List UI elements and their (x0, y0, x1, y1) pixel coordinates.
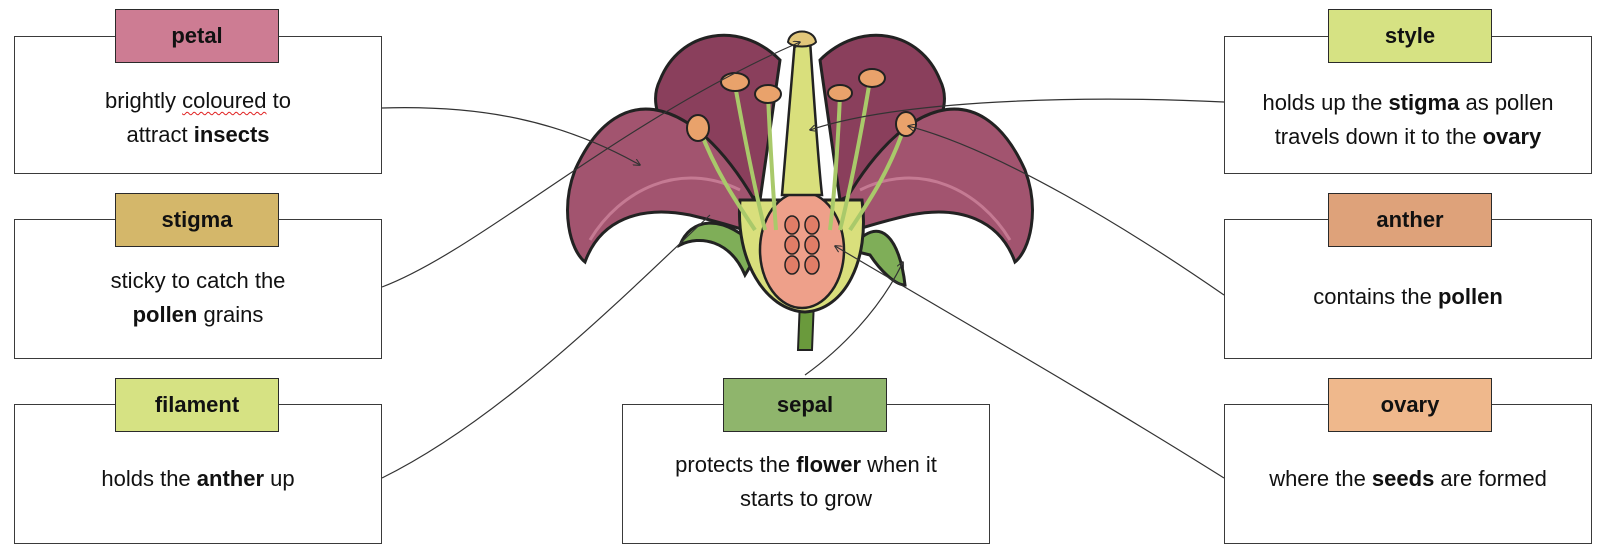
anther-1 (687, 115, 709, 141)
ovule-6 (805, 256, 819, 274)
ovary-label: ovary (1328, 378, 1492, 432)
anther-5 (859, 69, 885, 87)
anther-description: contains the pollen (1225, 280, 1591, 314)
filament-description: holds the anther up (15, 462, 381, 496)
style-label: style (1328, 9, 1492, 63)
ovule-4 (805, 236, 819, 254)
ovule-3 (785, 236, 799, 254)
style-shape (782, 40, 822, 195)
sepal-description: protects the flower when it starts to gr… (623, 448, 989, 516)
anther-6 (896, 112, 916, 136)
ovule-1 (785, 216, 799, 234)
anther-label: anther (1328, 193, 1492, 247)
ovule-5 (785, 256, 799, 274)
petal-description: brightly coloured to attract insects (15, 84, 381, 152)
ovary-description: where the seeds are formed (1225, 462, 1591, 496)
style-description: holds up the stigma as pollen travels do… (1225, 86, 1591, 154)
anther-3 (755, 85, 781, 103)
stigma-shape (788, 32, 816, 47)
stigma-label: stigma (115, 193, 279, 247)
anther-4 (828, 85, 852, 101)
anther-2 (721, 73, 749, 91)
flower-illustration (568, 32, 1033, 351)
sepal-label: sepal (723, 378, 887, 432)
stigma-description: sticky to catch the pollen grains (15, 264, 381, 332)
ovule-2 (805, 216, 819, 234)
filament-label: filament (115, 378, 279, 432)
petal-label: petal (115, 9, 279, 63)
